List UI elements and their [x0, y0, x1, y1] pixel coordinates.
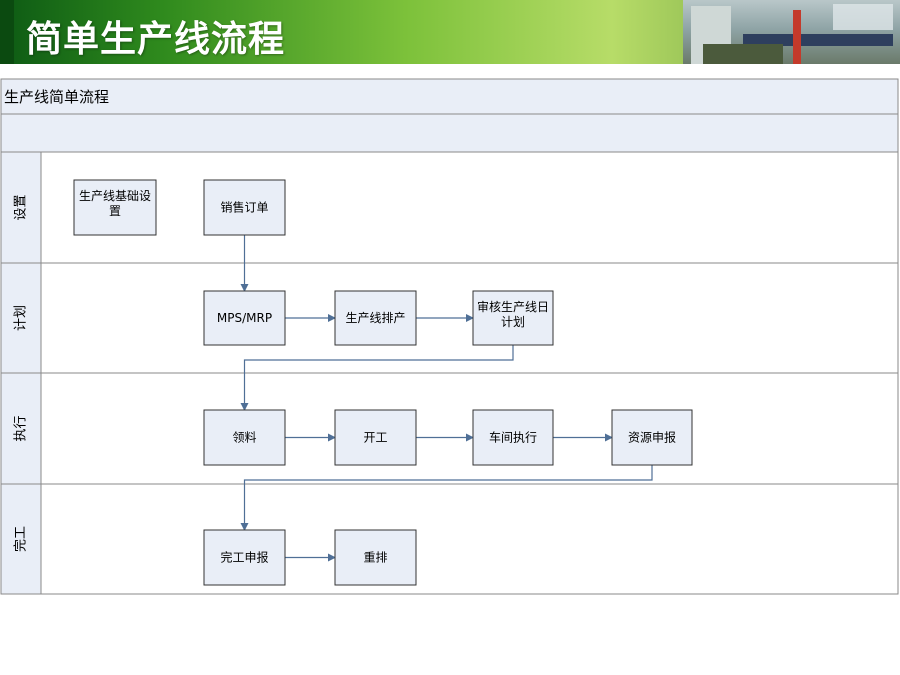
node-label-resource-report: 资源申报: [628, 430, 676, 445]
node-label-line-schedule: 生产线排产: [345, 311, 405, 325]
node-box-completion-report: [203, 529, 286, 586]
node-box-workshop-exec: [472, 409, 554, 466]
node-sales-order: 销售订单: [203, 179, 286, 236]
node-reschedule: 重排: [334, 529, 417, 586]
diagram-header-text: 生产线简单流程: [4, 88, 109, 106]
node-box-base-setup: [73, 179, 157, 236]
edge-resource-report-to-completion-report: [240, 465, 653, 531]
node-label-review-daily-plan: 审核生产线日: [477, 299, 549, 314]
node-label-base-setup: 置: [109, 204, 121, 218]
node-label-sales-order: 销售订单: [220, 200, 268, 215]
node-label-workshop-exec: 车间执行: [489, 430, 537, 445]
node-mps-mrp: MPS/MRP: [203, 290, 286, 346]
node-box-material-pick: [203, 409, 286, 466]
node-box-line-schedule: [334, 290, 417, 346]
node-box-resource-report: [611, 409, 693, 466]
node-resource-report: 资源申报: [611, 409, 693, 466]
slide-title: 简单生产线流程: [26, 19, 286, 60]
lane-label-exec: 执行: [14, 415, 29, 441]
node-box-reschedule: [334, 529, 417, 586]
lane-label-finish: 完工: [14, 526, 29, 552]
node-material-pick: 领料: [203, 409, 286, 466]
lane-finish: [0, 483, 899, 595]
node-box-mps-mrp: [203, 290, 286, 346]
lane-label-plan: 计划: [14, 305, 29, 331]
node-label-mps-mrp: MPS/MRP: [217, 311, 272, 325]
node-label-reschedule: 重排: [363, 551, 387, 565]
node-box-sales-order: [203, 179, 286, 236]
node-label-review-daily-plan: 计划: [501, 315, 525, 329]
header-band: [0, 113, 899, 153]
node-box-start-work: [334, 409, 417, 466]
node-label-material-pick: 领料: [232, 431, 256, 445]
diagram-header: [0, 78, 899, 115]
node-workshop-exec: 车间执行: [472, 409, 554, 466]
node-start-work: 开工: [334, 409, 417, 466]
lane-label-cell-plan: [0, 262, 42, 374]
edge-review-daily-plan-to-material-pick: [240, 345, 514, 411]
node-line-schedule: 生产线排产: [334, 290, 417, 346]
lane-label-setup: 设置: [14, 194, 29, 220]
lane-exec: [0, 372, 899, 485]
node-label-completion-report: 完工申报: [220, 550, 268, 565]
node-box-review-daily-plan: [472, 290, 554, 346]
factory-photo: [683, 0, 900, 64]
banner-accent-bar: [0, 0, 14, 64]
node-label-start-work: 开工: [363, 431, 387, 445]
node-completion-report: 完工申报: [203, 529, 286, 586]
lane-label-cell-exec: [0, 372, 42, 485]
node-label-base-setup: 生产线基础设: [79, 189, 151, 203]
lane-label-cell-finish: [0, 483, 42, 595]
title-banner: 简单生产线流程: [0, 0, 900, 64]
